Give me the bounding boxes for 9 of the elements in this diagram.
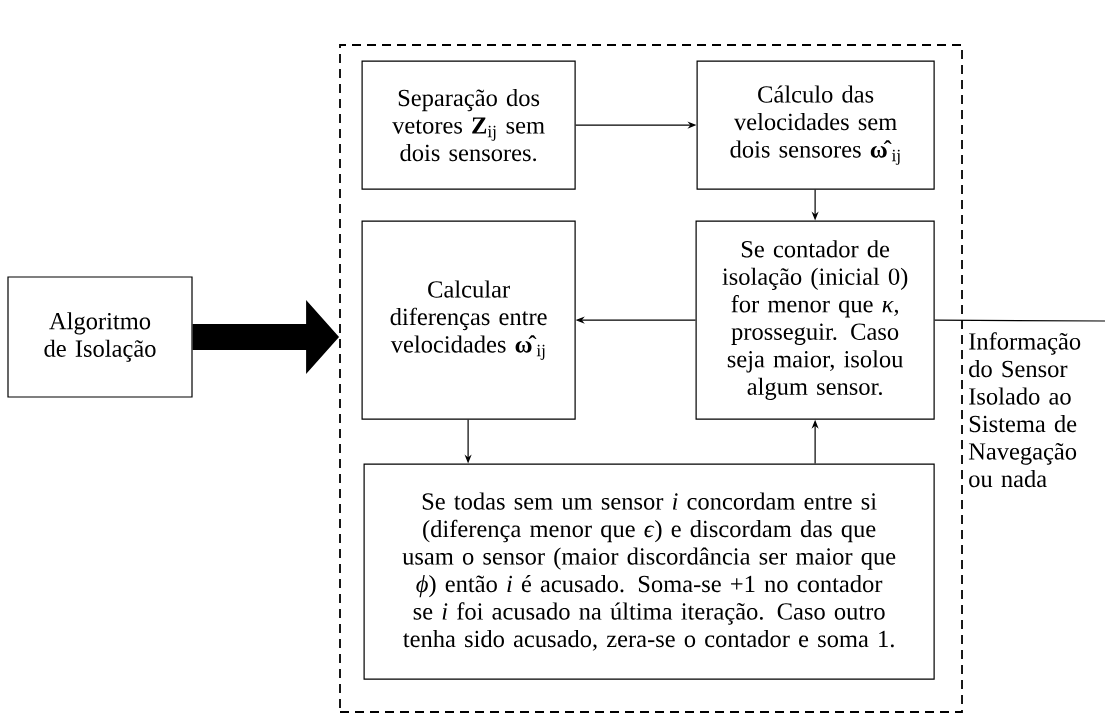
line xyxy=(934,319,1105,322)
process-box: Se contador de isolação (inicial 0) for menor que κ, prosseguir. Caso seja maior, isolou algum sensor. xyxy=(695,220,935,420)
process-box: Calcular diferenças entre velocidades ω̂$_{ij}$ xyxy=(361,220,576,420)
side-note: Informação do Sensor Isolado ao Sistema de Navegação ou nada xyxy=(968,332,1081,488)
process-box: Se todas sem um sensor i concordam entre si (diferença menor que ϵ) e discordam das que usam o sensor (maior discordância ser maior que ϕ) então i é acusado. Soma-se +1 no contador se i foi acusado na última iteração. Caso outro tenha sido acusado, zera-se o contador e soma 1. xyxy=(363,463,935,680)
process-box: Algoritmo de Isolação xyxy=(7,276,193,398)
dashed-frame xyxy=(339,44,963,713)
process-box: Cálculo das velocidades sem dois sensores ω̂$_{ij}$ xyxy=(696,60,935,190)
process-box: Separação dos vetores Z$_{ij}$ sem dois sensores. xyxy=(361,60,576,190)
